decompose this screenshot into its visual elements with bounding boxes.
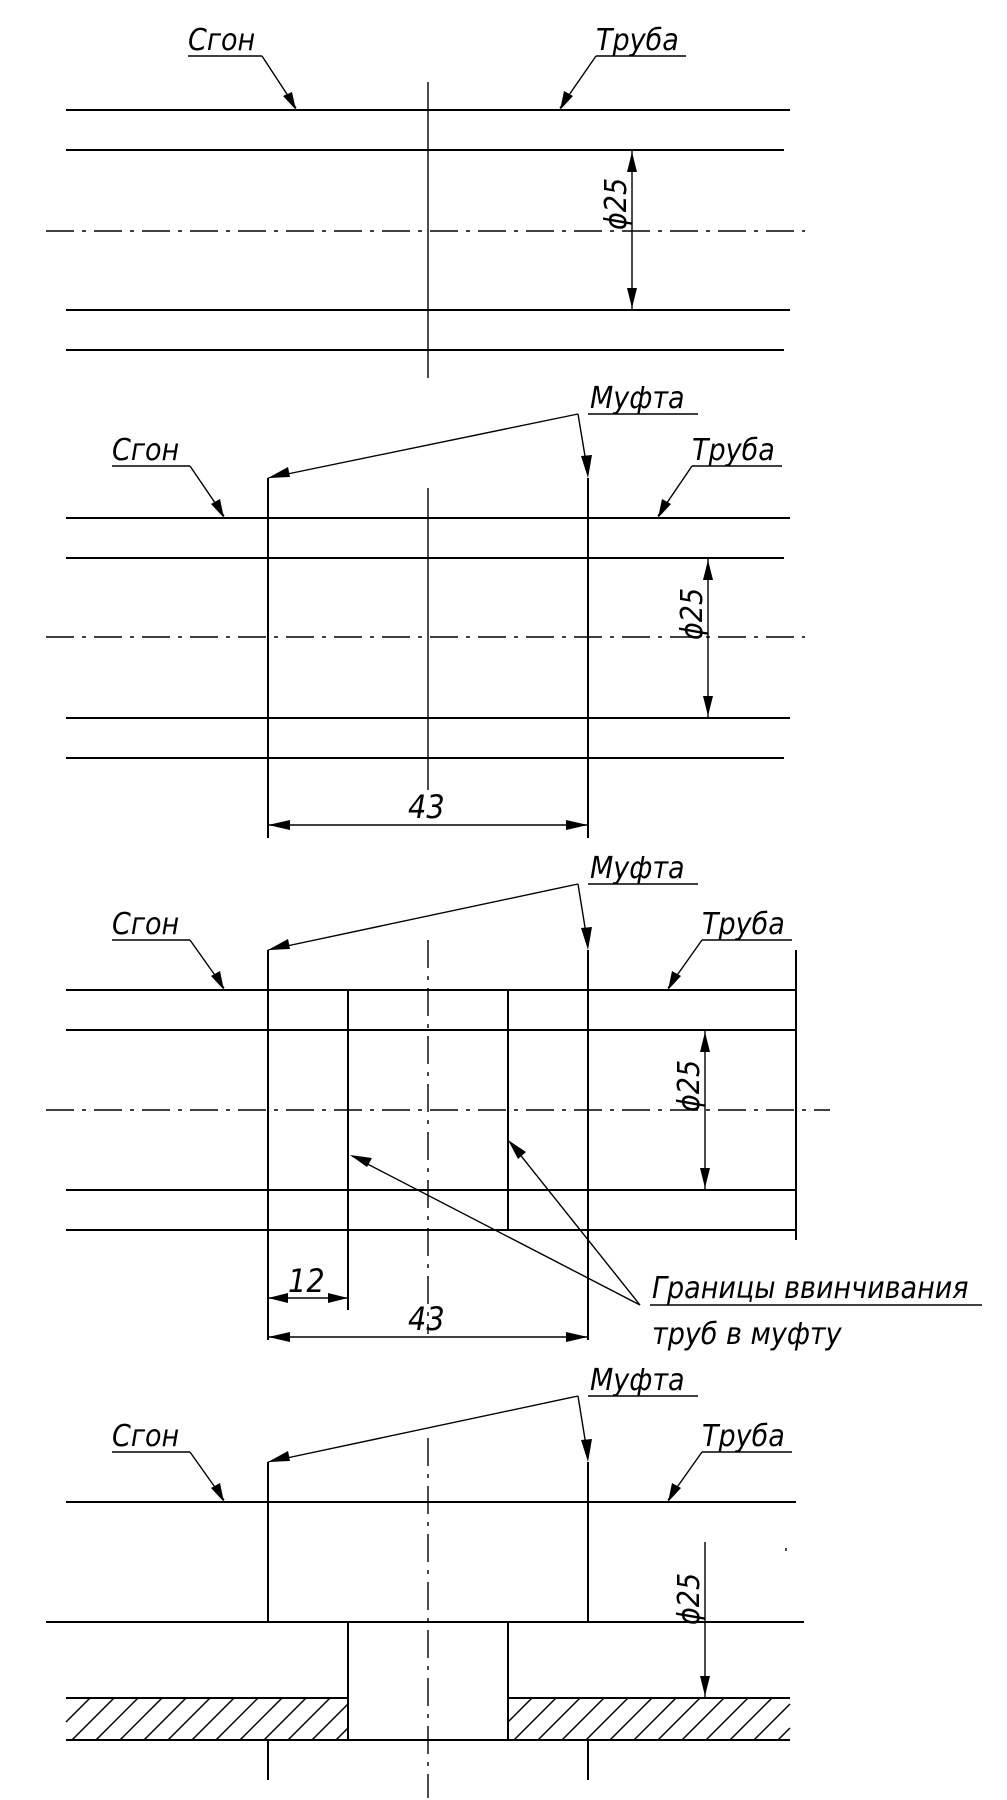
label-sgon: Сгон — [112, 433, 179, 468]
leader-line — [351, 1155, 641, 1306]
arrow-head — [211, 499, 224, 518]
hatch-line — [633, 1697, 677, 1741]
hatch-line — [311, 1703, 349, 1741]
hatch-line — [191, 1697, 235, 1741]
hatch-line — [705, 1697, 749, 1741]
section-hatching — [65, 1697, 349, 1741]
hatch-line — [167, 1697, 211, 1741]
leader-line — [509, 1141, 641, 1306]
hatch-line — [215, 1697, 259, 1741]
arrow-head — [268, 1451, 290, 1462]
hatch-line — [729, 1697, 773, 1741]
arrow-head — [328, 1293, 348, 1303]
hatch-line — [507, 1697, 533, 1723]
view-4-section: Муфта Сгон Труба ϕ25 — [46, 1363, 804, 1798]
hatch-line — [263, 1697, 307, 1741]
hatch-line — [609, 1697, 653, 1741]
hatch-line — [239, 1697, 283, 1741]
arrow-head — [581, 455, 592, 478]
arrow-head — [581, 1439, 592, 1462]
arrow-head — [700, 1032, 710, 1052]
arrow-head — [703, 560, 713, 580]
hatch-line — [657, 1697, 701, 1741]
label-sgon: Сгон — [188, 23, 255, 58]
leader-line — [267, 883, 579, 951]
length-label: 43 — [408, 788, 445, 826]
arrow-head — [627, 152, 637, 172]
view-3-thread-boundaries: Муфта Сгон Труба ϕ25 12 43 Границы ввинч… — [46, 851, 982, 1352]
hatch-line — [537, 1697, 581, 1741]
arrow-head — [268, 1293, 288, 1303]
arrow-head — [283, 92, 296, 110]
hatch-line — [119, 1697, 163, 1741]
arrow-head — [268, 467, 290, 478]
arrow-head — [700, 1676, 710, 1696]
leader-line — [267, 413, 579, 479]
label-truba: Труба — [702, 907, 785, 942]
arrow-head — [508, 1140, 526, 1159]
leader-line — [267, 1395, 579, 1463]
label-boundaries-line2: труб в муфту — [652, 1317, 843, 1352]
arrow-head — [211, 971, 224, 990]
arrow-head — [627, 288, 637, 308]
diameter-label: ϕ25 — [672, 1060, 707, 1112]
label-truba: Труба — [692, 433, 775, 468]
arrow-head — [211, 1483, 224, 1502]
label-mufta: Муфта — [590, 381, 685, 416]
length-label: 43 — [408, 1300, 445, 1338]
label-truba: Труба — [702, 1419, 785, 1454]
thread-length-label: 12 — [288, 1262, 325, 1300]
hatch-line — [753, 1703, 791, 1741]
hatch-line — [681, 1697, 725, 1741]
arrow-head — [560, 91, 573, 110]
arrow-head — [566, 820, 588, 830]
arrow-head — [703, 696, 713, 716]
label-mufta: Муфта — [590, 851, 685, 886]
hatch-line — [65, 1697, 91, 1723]
diameter-label: ϕ25 — [672, 1573, 707, 1625]
arrow-head — [268, 820, 290, 830]
label-sgon: Сгон — [112, 1419, 179, 1454]
arrow-head — [658, 499, 671, 518]
arrow-head — [350, 1155, 372, 1167]
hatch-line — [777, 1727, 791, 1741]
label-sgon: Сгон — [112, 907, 179, 942]
view-2-coupling: Муфта Сгон Труба ϕ25 43 — [46, 381, 805, 838]
diameter-label: ϕ25 — [599, 178, 634, 230]
hatch-line — [143, 1697, 187, 1741]
arrow-head — [668, 1483, 681, 1502]
label-boundaries-line1: Границы ввинчивания — [652, 1271, 969, 1306]
arrow-head — [566, 1332, 588, 1342]
label-mufta: Муфта — [590, 1363, 685, 1398]
arrow-head — [268, 939, 290, 950]
section-hatching — [507, 1697, 791, 1741]
diameter-label: ϕ25 — [675, 588, 710, 640]
hatch-line — [287, 1697, 331, 1741]
hatch-line — [71, 1697, 115, 1741]
hatch-line — [561, 1697, 605, 1741]
arrow-head — [581, 927, 592, 950]
hatch-line — [513, 1697, 557, 1741]
arrow-head — [668, 971, 681, 990]
hatch-line — [335, 1727, 349, 1741]
view-1-pipes: Сгон Труба ϕ25 — [46, 23, 805, 378]
arrow-head — [268, 1332, 290, 1342]
hatch-line — [95, 1697, 139, 1741]
label-truba: Труба — [596, 23, 679, 58]
arrow-head — [700, 1168, 710, 1188]
hatch-line — [585, 1697, 629, 1741]
